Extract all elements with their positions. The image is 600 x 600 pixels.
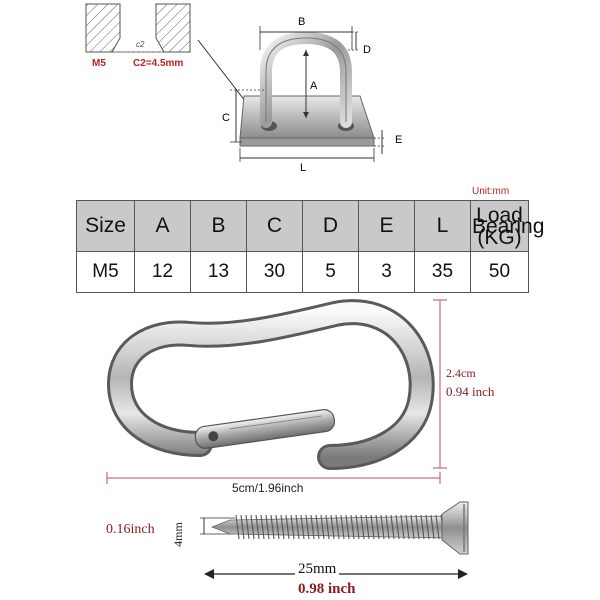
screw-thread <box>400 514 405 540</box>
screw-thread <box>395 514 400 540</box>
dim-label-l: L <box>300 162 307 174</box>
dim-label-b: B <box>298 16 306 28</box>
screw-thread <box>350 514 355 540</box>
screw-thread <box>280 514 285 540</box>
screw-thread <box>300 514 305 540</box>
screw-thread <box>285 514 290 540</box>
screw-thread <box>330 514 335 540</box>
header-l: L <box>414 200 471 252</box>
header-load-line-2: Bearing <box>472 214 545 238</box>
screw-thread <box>370 514 375 540</box>
screw-thread <box>295 514 300 540</box>
carabiner-drawing <box>106 299 447 484</box>
screw-thread <box>325 514 330 540</box>
chamfer-section-diagram <box>85 3 191 53</box>
screw-thread <box>365 514 370 540</box>
cell-b: 13 <box>190 251 247 293</box>
screw-length-inch: 0.98 inch <box>298 581 356 597</box>
screw-diameter-mm: 4mm <box>170 522 185 547</box>
thread-label: M5 <box>92 58 106 69</box>
table-row: M5 12 13 30 5 3 35 50 <box>76 251 529 293</box>
screw-head <box>441 501 469 555</box>
cell-c: 30 <box>246 251 303 293</box>
table-header-row: Size A B C D E L Load Bearing (KG) <box>76 200 545 252</box>
dim-label-a: A <box>310 80 318 92</box>
dim-label-e: E <box>395 134 403 146</box>
screw-thread <box>410 514 415 540</box>
screw-thread <box>235 514 240 540</box>
screw-thread <box>425 514 430 540</box>
screw-thread <box>420 514 425 540</box>
hatch-left <box>85 3 121 53</box>
screw-thread <box>345 514 350 540</box>
screw-thread <box>275 514 280 540</box>
screw-thread <box>260 514 265 540</box>
cell-load: 50 <box>470 251 529 293</box>
screw-thread <box>355 514 360 540</box>
screw-thread <box>255 514 260 540</box>
screw-thread <box>415 514 420 540</box>
screw-thread <box>430 514 435 540</box>
screw-thread <box>305 514 310 540</box>
hatch-right <box>155 3 191 53</box>
cell-size: M5 <box>76 251 135 293</box>
cell-e: 3 <box>358 251 415 293</box>
unit-label: Unit:mm <box>472 186 510 197</box>
dim-label-c: C <box>222 112 230 124</box>
screw-thread <box>385 514 390 540</box>
carabiner-gate <box>194 409 336 449</box>
eye-plate-drawing <box>197 26 386 162</box>
screw-thread <box>435 514 440 540</box>
header-load-line-3: (KG) <box>477 225 522 249</box>
header-a: A <box>134 200 191 252</box>
cell-l: 35 <box>414 251 471 293</box>
screw-thread <box>335 514 340 540</box>
header-b: B <box>190 200 247 252</box>
cell-a: 12 <box>134 251 191 293</box>
screw-thread <box>315 514 320 540</box>
screw-thread <box>375 514 380 540</box>
screw-thread <box>340 514 345 540</box>
screw-thread <box>290 514 295 540</box>
carabiner-length: 5cm/1.96inch <box>232 481 304 495</box>
header-e: E <box>358 200 415 252</box>
dim-label-d: D <box>363 44 371 56</box>
chamfer-tag: c2 <box>136 40 145 49</box>
screw-thread <box>240 514 245 540</box>
screw-length-mm: 25mm <box>295 561 340 578</box>
chamfer-label: C2=4.5mm <box>133 58 184 69</box>
screw-thread <box>310 514 315 540</box>
screw-thread <box>360 514 365 540</box>
carabiner-height-inch: 0.94 inch <box>446 384 495 399</box>
screw-thread <box>405 514 410 540</box>
carabiner-height-cm: 2.4cm <box>446 366 476 380</box>
header-load-line-1: Load <box>476 203 523 227</box>
header-size: Size <box>76 200 135 252</box>
screw-thread <box>320 514 325 540</box>
screw-diameter-inch: 0.16inch <box>106 522 155 537</box>
screw-thread <box>250 514 255 540</box>
header-load-bearing: Load Bearing (KG) <box>470 200 545 252</box>
screw-thread <box>380 514 385 540</box>
screw-thread <box>390 514 395 540</box>
screw-drawing <box>200 501 469 555</box>
cell-d: 5 <box>302 251 359 293</box>
screw-thread <box>265 514 270 540</box>
header-d: D <box>302 200 359 252</box>
screw-thread <box>270 514 275 540</box>
screw-thread <box>245 514 250 540</box>
spec-table: Size A B C D E L Load Bearing (KG) M5 12… <box>76 200 545 293</box>
header-c: C <box>246 200 303 252</box>
